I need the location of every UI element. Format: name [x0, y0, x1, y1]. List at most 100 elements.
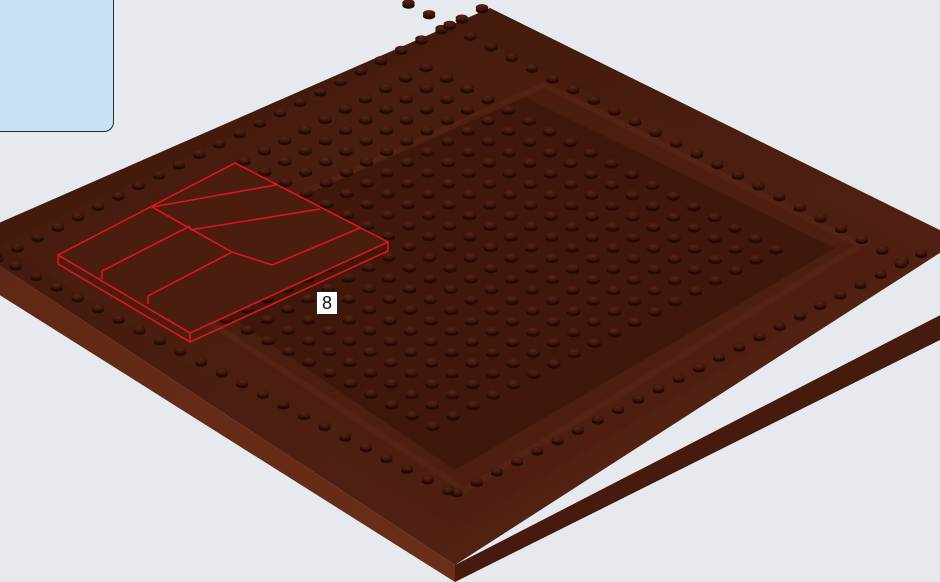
stud-top: [355, 67, 367, 74]
stud-top: [503, 169, 516, 176]
stud-top: [72, 212, 84, 219]
stud-top: [359, 94, 372, 101]
stud-top: [546, 296, 559, 303]
stud-top: [322, 283, 335, 290]
stud-top: [363, 305, 376, 312]
stud-top: [608, 106, 620, 113]
stud-top: [399, 73, 412, 80]
stud-top: [298, 411, 310, 418]
stud-top: [814, 301, 826, 308]
stud-top: [238, 156, 251, 163]
stud-top: [444, 284, 457, 291]
stud-top: [443, 242, 456, 249]
stud-top: [442, 179, 455, 186]
stud-top: [456, 15, 468, 22]
stud-top: [709, 255, 722, 262]
stud-top: [400, 94, 413, 101]
stud-top: [381, 210, 394, 217]
stud-top: [547, 338, 560, 345]
stud-top: [385, 379, 398, 386]
stud-top: [415, 35, 427, 42]
stud-top: [380, 126, 393, 133]
stud-top: [462, 168, 475, 175]
stud-top: [486, 348, 499, 355]
stud-top: [586, 233, 599, 240]
stud-top: [466, 358, 479, 365]
stud-top: [588, 338, 601, 345]
stud-top: [668, 275, 681, 282]
stud-top: [403, 284, 416, 291]
stud-top: [426, 421, 439, 428]
stud-top: [506, 337, 519, 344]
stud-top: [299, 188, 312, 195]
stud-top: [443, 221, 456, 228]
stud-top: [342, 294, 355, 301]
stud-top: [302, 315, 315, 322]
stud-top: [814, 213, 826, 220]
stud-top: [484, 242, 497, 249]
stud-top: [485, 42, 497, 49]
stud-top: [442, 158, 455, 165]
stud-top: [462, 147, 475, 154]
stud-top: [465, 337, 478, 344]
stud-top: [401, 178, 414, 185]
stud-top: [773, 192, 785, 199]
stud-top: [278, 400, 290, 407]
stud-top: [92, 202, 104, 209]
stud-top: [322, 326, 335, 333]
stud-top: [423, 10, 435, 17]
stud-top: [673, 374, 685, 381]
stud-top: [342, 273, 355, 280]
stud-top: [381, 168, 394, 175]
stud-top: [320, 178, 333, 185]
stud-top: [258, 146, 271, 153]
stud-top: [360, 178, 373, 185]
stud-top: [461, 126, 474, 133]
stud-top: [504, 211, 517, 218]
stud-top: [507, 380, 520, 387]
stud-top: [363, 326, 376, 333]
stud-top: [261, 336, 274, 343]
stud-top: [404, 347, 417, 354]
stud-top: [525, 264, 538, 271]
stud-top: [258, 167, 271, 174]
stud-top: [112, 191, 124, 198]
stud-top: [687, 202, 700, 209]
stud-top: [464, 253, 477, 260]
stud-top: [420, 84, 433, 91]
stud-top: [236, 379, 248, 386]
stud-top: [545, 211, 558, 218]
stud-top: [552, 436, 564, 443]
stud-top: [708, 233, 721, 240]
stud-top: [628, 296, 641, 303]
stud-top: [375, 56, 387, 63]
stud-top: [689, 286, 702, 293]
stud-top: [547, 317, 560, 324]
stud-top: [484, 263, 497, 270]
stud-top: [420, 105, 433, 112]
stud-top: [691, 149, 703, 156]
stud-top: [467, 400, 480, 407]
stud-top: [380, 147, 393, 154]
stud-top: [667, 233, 680, 240]
stud-top: [524, 179, 537, 186]
stud-top: [774, 322, 786, 329]
stud-top: [400, 136, 413, 143]
stud-top: [523, 158, 536, 165]
stud-top: [282, 346, 295, 353]
stud-top: [360, 157, 373, 164]
stud-top: [51, 283, 63, 290]
stud-top: [444, 263, 457, 270]
stud-top: [484, 221, 497, 228]
stud-top: [299, 146, 312, 153]
stud-top: [442, 200, 455, 207]
stud-top: [526, 285, 539, 292]
stud-top: [485, 285, 498, 292]
stud-top: [526, 306, 539, 313]
stud-top: [648, 265, 661, 272]
stud-top: [72, 293, 84, 300]
stud-top: [402, 200, 415, 207]
stud-top: [341, 210, 354, 217]
stud-top: [482, 116, 495, 123]
